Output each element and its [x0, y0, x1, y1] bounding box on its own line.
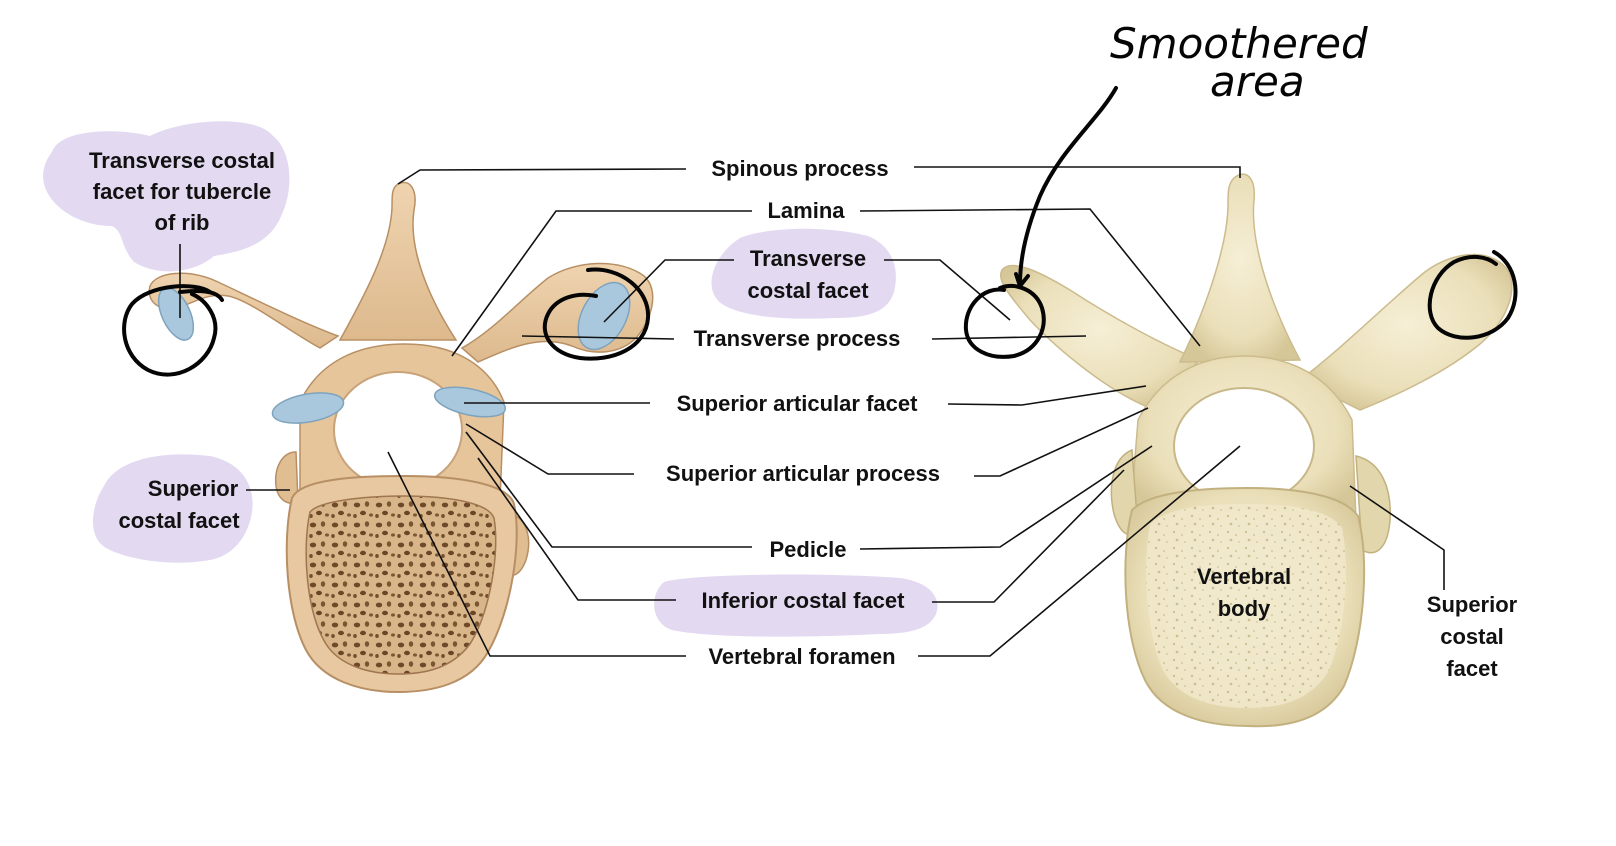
leader-spinous-right	[914, 166, 1241, 178]
label-tcf-tubercle-line3: of rib	[155, 210, 210, 235]
label-scf-left-line1: Superior	[148, 476, 239, 501]
leader-lamina-right	[859, 208, 1201, 347]
highlight-inferior-costal-facet	[654, 574, 938, 637]
photo-vertebra	[999, 173, 1513, 728]
illus-superior-articular-facet-left	[271, 392, 345, 424]
ink-arrow-head	[1014, 272, 1030, 288]
leader-spinous-left	[397, 168, 687, 185]
label-tcf-line1: Transverse	[750, 246, 866, 271]
label-scf-right-line1: Superior	[1427, 592, 1518, 617]
photo-costal-facet-right	[1355, 455, 1391, 554]
label-tcf-line2: costal facet	[747, 278, 869, 303]
leader-pedicle-left	[465, 431, 752, 548]
photo-transverse-process-left	[999, 264, 1202, 409]
illus-spinous-process	[338, 181, 458, 341]
illus-superior-articular-facet-right	[433, 386, 507, 418]
highlight-superior-costal-facet-left	[92, 454, 253, 563]
leader-sap-left	[465, 423, 634, 475]
label-vertebral-body-line2: body	[1218, 596, 1271, 621]
ink-annotations: Smoothered area	[122, 19, 1518, 377]
photo-spinous-process	[1178, 173, 1302, 363]
label-lamina: Lamina	[767, 198, 845, 223]
photo-vertebral-foramen	[1173, 387, 1315, 505]
label-scf-left-line2: costal facet	[118, 508, 240, 533]
illustrated-vertebra	[148, 181, 654, 694]
ink-circle-photo-right	[1427, 250, 1518, 340]
leader-sap-right	[974, 407, 1149, 477]
ink-circle-center	[542, 267, 651, 361]
leader-pedicle-right	[859, 445, 1153, 550]
highlight-transverse-costal-facet	[711, 228, 896, 319]
highlight-blobs	[43, 121, 938, 637]
ink-arrow-stroke	[1018, 86, 1118, 286]
leader-tcf-left	[603, 259, 734, 323]
handwritten-note-line1: Smoothered	[1110, 19, 1368, 68]
leader-scf-right	[1349, 485, 1445, 590]
label-vertebral-body-line1: Vertebral	[1197, 564, 1291, 589]
leader-tcf-right	[884, 259, 1011, 321]
label-vertebral-foramen: Vertebral foramen	[708, 644, 895, 669]
label-superior-articular-process: Superior articular process	[666, 461, 940, 486]
ink-circle-left	[122, 284, 218, 377]
leader-icf-left	[477, 457, 676, 601]
label-scf-right-line2: costal	[1440, 624, 1504, 649]
leader-icf-right	[932, 469, 1125, 603]
label-transverse-process: Transverse process	[694, 326, 901, 351]
leader-saf-right	[947, 385, 1147, 406]
label-inferior-costal-facet: Inferior costal facet	[702, 588, 906, 613]
illus-vertebral-body-spongy	[305, 495, 497, 675]
illus-transverse-costal-facet-right	[577, 281, 631, 351]
photo-vertebral-body-texture	[1146, 504, 1346, 708]
label-pedicle: Pedicle	[769, 537, 846, 562]
leader-lines	[179, 166, 1445, 657]
label-superior-articular-facet: Superior articular facet	[677, 391, 919, 416]
highlight-transverse-costal-facet-tubercle	[43, 121, 290, 272]
handwritten-note-line2: area	[1210, 57, 1305, 106]
photo-transverse-process-right	[1298, 253, 1513, 411]
leader-vf-left	[387, 451, 686, 657]
ink-circle-photo-left	[963, 284, 1046, 359]
ink-hook-left	[178, 289, 224, 302]
leader-lamina-left	[451, 210, 752, 357]
leader-vf-right	[918, 445, 1241, 657]
label-spinous-process: Spinous process	[711, 156, 888, 181]
labels: Transverse costal facet for tubercle of …	[89, 148, 1518, 681]
leader-tp-right	[931, 335, 1087, 340]
label-tcf-tubercle-line2: facet for tubercle	[93, 179, 272, 204]
label-tcf-tubercle-line1: Transverse costal	[89, 148, 275, 173]
label-scf-right-line3: facet	[1446, 656, 1498, 681]
